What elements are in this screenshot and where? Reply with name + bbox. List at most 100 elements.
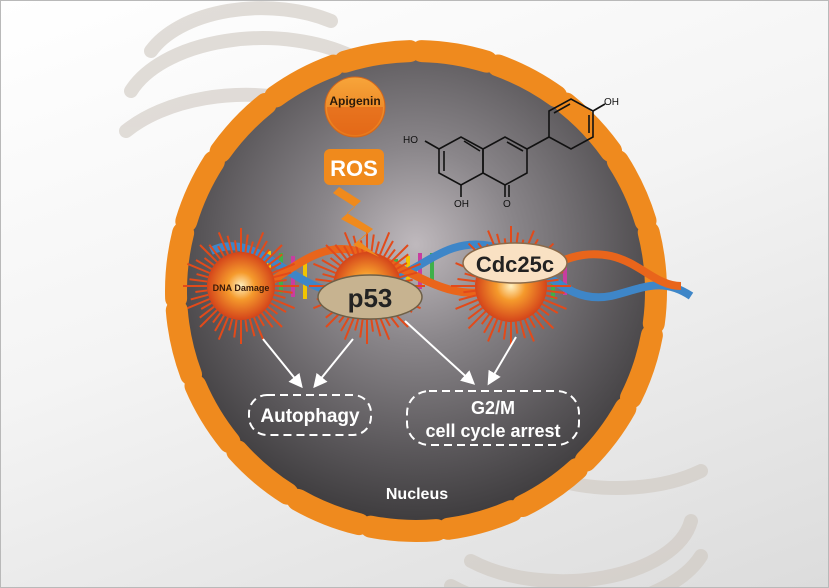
burst-ray [228, 318, 234, 331]
burst-ray [267, 305, 279, 315]
g2m-label-line1: G2/M [471, 398, 515, 418]
burst-ray [398, 262, 421, 274]
burst-ray [313, 262, 336, 274]
burst-ray [343, 245, 351, 258]
burst-ray [455, 298, 479, 310]
burst-ray [325, 244, 344, 263]
burst-ray [195, 259, 213, 270]
burst-ray [393, 253, 409, 267]
arrow-cdc25c-to-g2m [487, 336, 517, 386]
p53-label: p53 [348, 283, 393, 313]
burst-ray [274, 289, 293, 294]
burst-ray [212, 312, 222, 324]
burst-ray [386, 248, 396, 260]
arrow-p53-to-g2m [404, 320, 476, 385]
ros-lightning-bolt [333, 187, 379, 257]
burst-ray [343, 317, 355, 340]
burst-ray [199, 305, 215, 319]
burst-ray [383, 240, 394, 258]
autophagy-box [248, 394, 372, 436]
burst-ray [502, 321, 508, 340]
burst-ray [535, 310, 555, 330]
burst-ray [257, 314, 265, 327]
burst-ray [244, 319, 248, 332]
nuclear-membrane [165, 40, 667, 542]
background-organelle-arcs [119, 1, 708, 587]
burst-ray [334, 244, 348, 260]
burst-ray [329, 257, 341, 267]
ros-node: ROS [324, 149, 384, 257]
burst-ray [545, 294, 558, 300]
ros-label: ROS [330, 156, 378, 181]
burst-ray [379, 232, 391, 255]
burst-ray [390, 244, 409, 263]
burst-ray [343, 232, 355, 255]
burst-ray [321, 259, 339, 270]
burst-ray [217, 245, 225, 258]
molecule-o-carbonyl: O [503, 199, 511, 210]
burst-ray [370, 319, 374, 332]
burst-ray [538, 307, 550, 317]
burst-ray [546, 289, 565, 295]
burst-ray [467, 307, 484, 320]
burst-ray [514, 321, 519, 334]
burst-ray [214, 314, 225, 332]
burst-ray [519, 320, 526, 339]
burst-ray [374, 318, 382, 337]
burst-ray [226, 235, 234, 254]
burst-ray [200, 302, 213, 310]
burst-ray [189, 278, 208, 283]
burst-ray [458, 294, 477, 301]
burst-ray [253, 317, 265, 340]
dna-strand-orange [214, 245, 682, 299]
burst-ray [468, 303, 481, 311]
burst-ray [480, 313, 490, 325]
burst-ray [399, 271, 418, 279]
apigenin-node: Apigenin [324, 76, 386, 138]
nucleus-label: Nucleus [386, 486, 448, 503]
burst-ray [269, 302, 287, 313]
burst-ray [395, 262, 408, 270]
burst-ray [234, 240, 238, 253]
burst-ray [264, 244, 283, 263]
burst-ray [248, 318, 256, 337]
burst-ray [217, 317, 229, 340]
burst-ray [272, 262, 295, 274]
burst-ray [196, 273, 209, 279]
burst-ray [543, 298, 567, 310]
burst-ray [260, 312, 274, 328]
dna-damage-label: DNA Damage [213, 283, 270, 293]
burst-ray [273, 271, 292, 279]
burst-ray [546, 278, 559, 283]
molecule-oh-right: OH [604, 97, 619, 108]
burst-ray [315, 278, 334, 283]
cdc25c-label: Cdc25c [476, 252, 554, 277]
burst-ray [274, 279, 287, 283]
burst-ray [487, 318, 499, 342]
burst-ray [257, 240, 268, 258]
burst-ray [217, 232, 229, 255]
burst-ray [244, 234, 249, 253]
burst-ray [203, 257, 215, 267]
burst-ray [359, 319, 364, 338]
burst-ray [457, 277, 476, 283]
arrow-p53-to-autophagy [313, 338, 354, 389]
molecule-ho-top-left: HO [403, 135, 418, 146]
arrows [262, 320, 517, 389]
cdc25c-node [462, 242, 568, 284]
burst-ray [379, 317, 391, 340]
molecule-atom-labels: HO OH OH O [403, 97, 619, 210]
dna-damage-burst [183, 228, 299, 344]
burst-ray [322, 273, 335, 279]
burst-ray [273, 293, 286, 299]
burst-ray [340, 314, 351, 332]
apigenin-label: Apigenin [329, 94, 380, 108]
burst-ray [532, 313, 545, 330]
burst-ray [187, 298, 210, 310]
molecule-oh-bottom: OH [454, 199, 469, 210]
burst-ray [199, 309, 218, 328]
burst-ray [354, 318, 360, 331]
burst-ray [463, 289, 476, 294]
burst-ray [497, 320, 503, 333]
